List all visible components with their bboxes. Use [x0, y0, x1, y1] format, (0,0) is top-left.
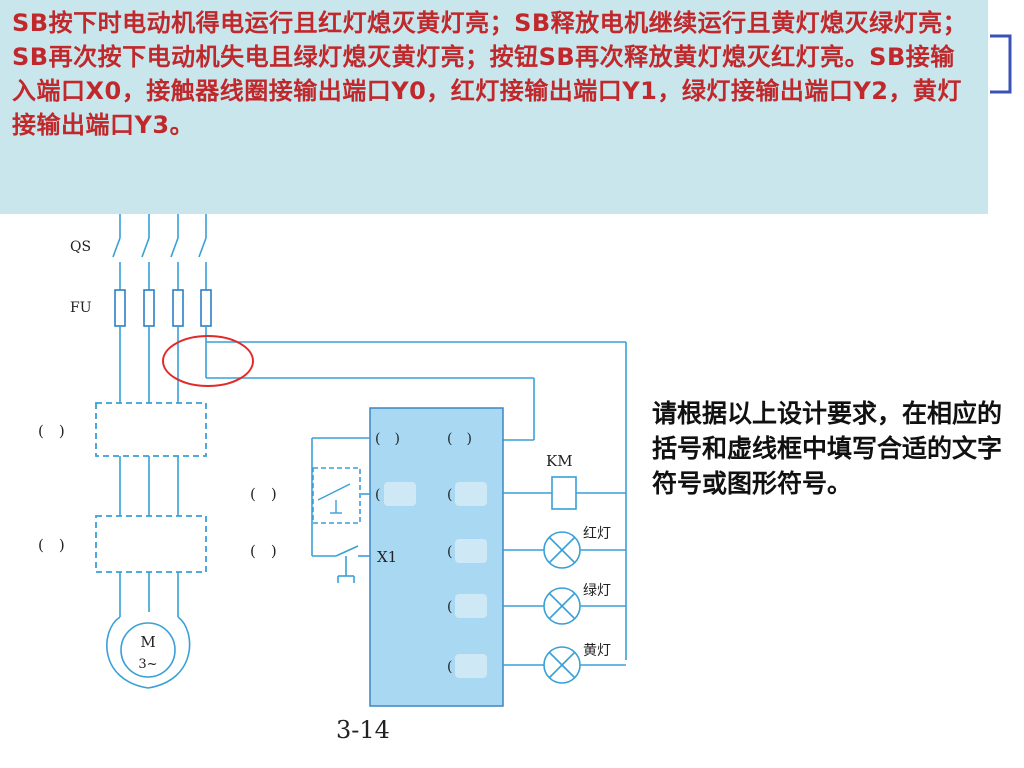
green-lamp-label: 绿灯 — [583, 583, 611, 599]
paren-lower-left[interactable]: ( ) — [38, 536, 65, 554]
plc-slot-out-4[interactable] — [455, 594, 487, 618]
dashed-box-upper[interactable] — [95, 402, 207, 457]
figure-number: 3-14 — [336, 716, 390, 744]
qs-label: QS — [70, 239, 91, 255]
plc-slot-in-2[interactable] — [384, 482, 416, 506]
dashed-box-input[interactable] — [312, 467, 361, 524]
motor-label-m: M — [140, 633, 155, 651]
green-lamp-icon — [543, 587, 581, 625]
motor-symbol — [120, 622, 176, 678]
yellow-lamp-icon — [543, 646, 581, 684]
plc-slot-out-5[interactable] — [455, 654, 487, 678]
red-lamp-icon — [543, 531, 581, 569]
x1-label: X1 — [377, 548, 397, 566]
plc-paren-out-1[interactable]: ( ) — [447, 431, 472, 447]
power-circuit — [106, 214, 627, 689]
red-lamp-label: 红灯 — [583, 526, 611, 542]
output-wiring — [503, 492, 626, 666]
requirements-text: SB按下时电动机得电运行且红灯熄灭黄灯亮；SB释放电机继续运行且黄灯熄灭绿灯亮；… — [12, 9, 968, 139]
bracket-decoration — [990, 34, 1012, 94]
yellow-lamp-label: 黄灯 — [583, 642, 611, 659]
button-symbol-inside — [317, 483, 351, 514]
km-label: KM — [546, 452, 573, 470]
input-wiring — [311, 437, 370, 583]
paren-upper-left[interactable]: ( ) — [38, 422, 65, 440]
requirements-panel: SB按下时电动机得电运行且红灯熄灭黄灯亮；SB释放电机继续运行且黄灯熄灭绿灯亮；… — [0, 0, 988, 214]
motor-label-phase: 3~ — [138, 657, 157, 672]
plc-paren-in-1[interactable]: ( ) — [375, 431, 400, 447]
dashed-box-lower[interactable] — [95, 515, 207, 573]
plc-slot-out-2[interactable] — [455, 482, 487, 506]
paren-input-lower[interactable]: ( ) — [250, 542, 277, 560]
instruction-text: 请根据以上设计要求，在相应的括号和虚线框中填写合适的文字符号或图形符号。 — [652, 399, 1003, 498]
fu-label: FU — [70, 300, 92, 316]
paren-input-upper[interactable]: ( ) — [250, 485, 277, 503]
plc-slot-out-3[interactable] — [455, 539, 487, 563]
km-coil — [551, 476, 577, 510]
highlight-ellipse — [162, 335, 254, 387]
